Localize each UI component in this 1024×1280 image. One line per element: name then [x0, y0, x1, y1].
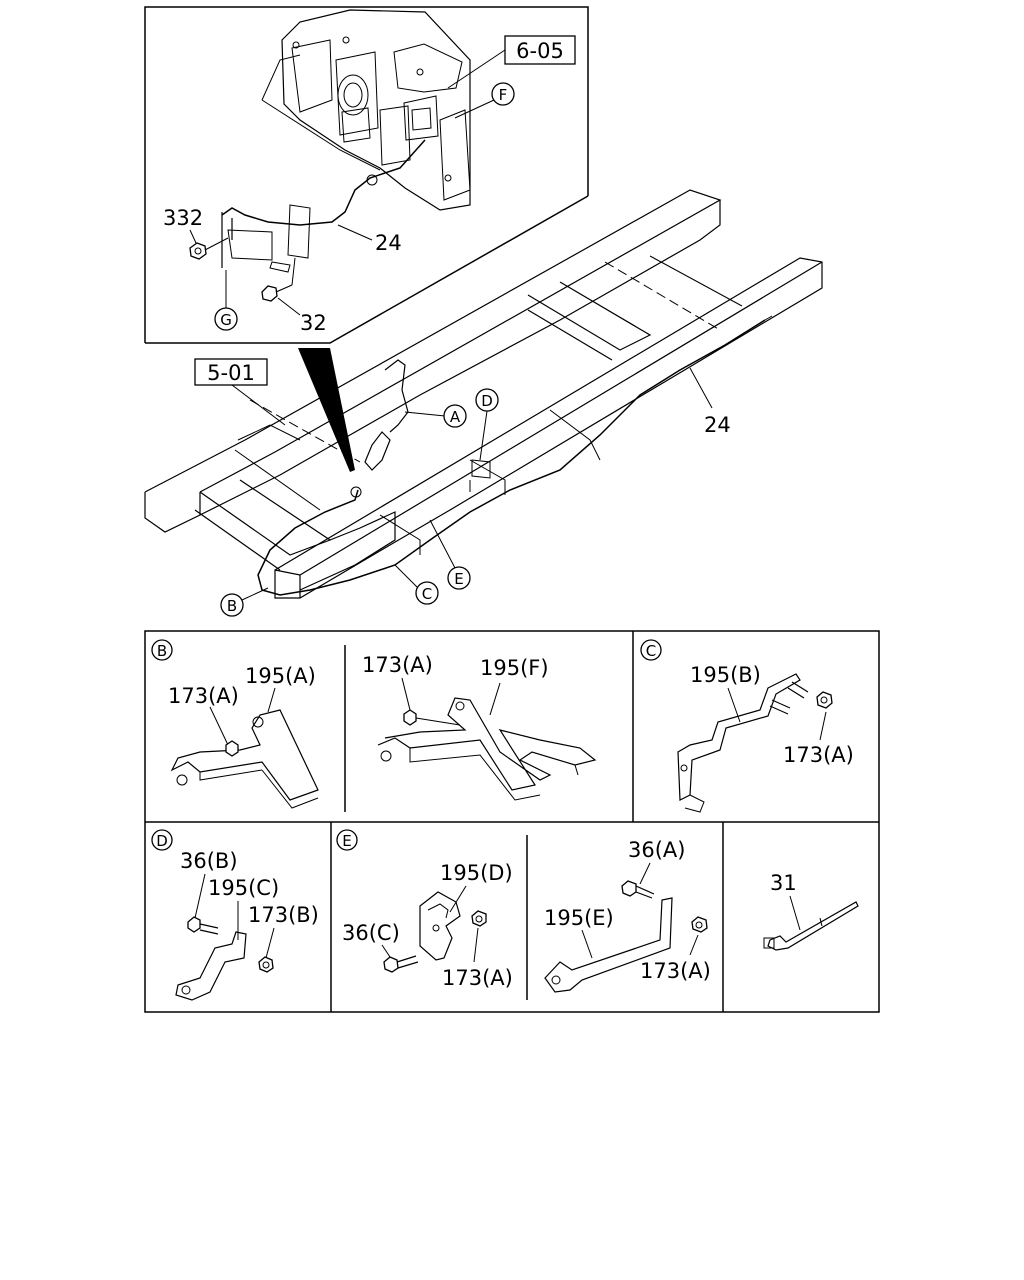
detail-e: E 195(D) 36(C) 173(A) [336, 829, 513, 990]
ref-box-5-01: 5-01 [207, 361, 255, 385]
detail-e-right-nut: 173(A) [640, 959, 711, 983]
detail-b-left-nut: 173(A) [168, 684, 239, 708]
callout-f: F [499, 86, 508, 104]
detail-e-right-bracket: 195(E) [544, 906, 614, 930]
detail-b: B 173(A) 195(A) [151, 639, 319, 809]
detail-d-bolt: 36(B) [180, 849, 238, 873]
detail-d-key: D [156, 832, 168, 850]
detail-grid [144, 630, 880, 1013]
detail-b-right-bracket: 195(F) [480, 656, 549, 680]
callout-d: D [481, 392, 493, 410]
detail-c-bracket: 195(B) [690, 663, 761, 687]
label-32: 32 [300, 311, 327, 335]
detail-c-key: C [646, 642, 656, 660]
detail-c: C 195(B) 173(A) [640, 639, 854, 813]
callout-a: A [450, 408, 461, 426]
label-24-frame: 24 [704, 413, 731, 437]
detail-d: D 36(B) 195(C) 173(B) [151, 829, 319, 1001]
detail-e-right-bolt: 36(A) [628, 838, 685, 862]
label-24-inset: 24 [375, 231, 402, 255]
detail-e-left-bolt: 36(C) [342, 921, 400, 945]
callout-g: G [220, 311, 232, 329]
detail-b-right-nut: 173(A) [362, 653, 433, 677]
detail-b-right: 173(A) 195(F) [362, 653, 597, 801]
callout-c: C [422, 585, 432, 603]
callout-e: E [454, 570, 463, 588]
detail-d-nut: 173(B) [248, 903, 319, 927]
detail-b-key: B [157, 642, 167, 660]
detail-c-nut: 173(A) [783, 743, 854, 767]
frame-view: A D E C B 5-01 24 [144, 189, 823, 617]
detail-e-right: 36(A) 195(E) 173(A) [544, 838, 711, 993]
ref-box-6-05: 6-05 [516, 39, 564, 63]
detail-e-left-bracket: 195(D) [440, 861, 513, 885]
detail-e-key: E [342, 832, 351, 850]
detail-d-bracket: 195(C) [208, 876, 279, 900]
cab-inset: 6-05 F 332 24 32 G [144, 6, 589, 344]
detail-b-left-bracket: 195(A) [245, 664, 316, 688]
label-332: 332 [163, 206, 203, 230]
callout-b: B [227, 597, 237, 615]
detail-cable-tie: 31 [763, 871, 859, 951]
detail-e-left-nut: 173(A) [442, 966, 513, 990]
cable-tie-label: 31 [770, 871, 797, 895]
